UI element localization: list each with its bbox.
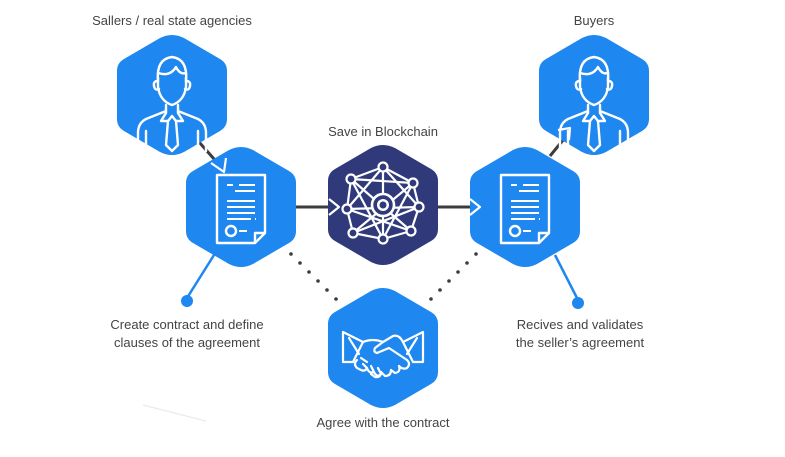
dotted-connector-left bbox=[289, 252, 338, 301]
arrow-head-icon bbox=[469, 198, 482, 216]
node-sellers[interactable] bbox=[117, 35, 227, 155]
node-create-contract[interactable] bbox=[186, 147, 296, 267]
node-buyers[interactable] bbox=[539, 35, 649, 155]
node-validate[interactable] bbox=[470, 147, 580, 267]
arrow-head-icon bbox=[328, 198, 341, 216]
node-agree[interactable] bbox=[328, 288, 438, 408]
label-buyers: Buyers bbox=[573, 13, 615, 28]
label-create-line-1: Create contract and define bbox=[110, 317, 264, 332]
pointer-dot-validate bbox=[572, 297, 584, 309]
pointer-line-create bbox=[185, 254, 216, 299]
label-blockchain: Save in Blockchain bbox=[328, 124, 438, 139]
label-sellers: Sallers / real state agencies bbox=[92, 13, 252, 28]
arrow-head-icon bbox=[557, 126, 572, 141]
arrow-head-icon bbox=[210, 157, 228, 174]
label-validate-line-1: Recives and validates bbox=[516, 317, 644, 332]
label-validate: Recives and validates the seller’s agree… bbox=[480, 316, 680, 352]
label-validate-line-2: the seller’s agreement bbox=[515, 335, 645, 350]
node-blockchain[interactable] bbox=[328, 145, 438, 265]
pointer-line-validate bbox=[553, 254, 579, 299]
label-create-line-2: clauses of the agreement bbox=[114, 335, 260, 350]
arrow-heads bbox=[210, 126, 572, 216]
dotted-connector-right bbox=[429, 252, 478, 301]
connectors bbox=[142, 133, 584, 422]
label-create-contract: Create contract and define clauses of th… bbox=[87, 316, 287, 352]
label-agree: Agree with the contract bbox=[316, 415, 450, 430]
faint-line bbox=[142, 404, 207, 422]
pointer-dot-create bbox=[181, 295, 193, 307]
